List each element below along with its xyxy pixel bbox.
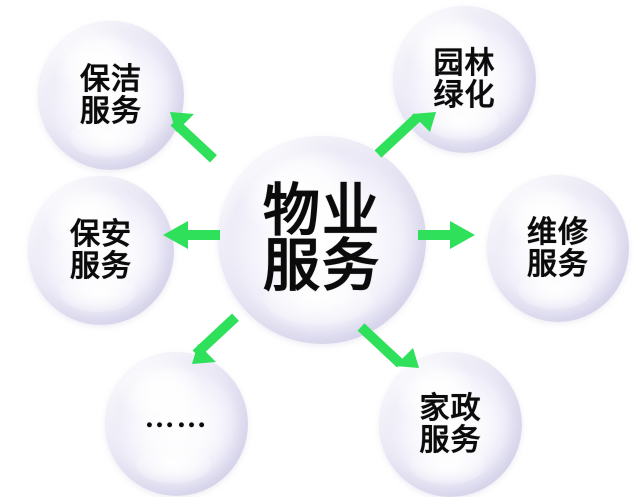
node-label-housekeeping-line1: 家政 [419, 392, 482, 426]
center-label-line1: 物业 [263, 180, 381, 244]
node-label-cleaning-line2: 服务 [80, 94, 142, 128]
node-bubble-repair[interactable]: 维修 服务 [487, 175, 629, 322]
node-bubble-more[interactable]: …… [105, 352, 248, 496]
node-label-security-line2: 服务 [70, 249, 132, 283]
node-label-cleaning-line1: 保洁 [80, 63, 142, 97]
node-label-repair-line2: 服务 [527, 247, 589, 281]
node-label-more-ellipsis: …… [144, 401, 209, 434]
node-bubble-housekeeping[interactable]: 家政 服务 [379, 352, 522, 497]
node-bubble-security[interactable]: 保安 服务 [28, 176, 174, 325]
node-label-housekeeping-line2: 服务 [419, 423, 482, 457]
node-label-security-line1: 保安 [70, 218, 132, 252]
node-bubble-cleaning[interactable]: 保洁 服务 [38, 21, 184, 170]
center-label-line2: 服务 [263, 235, 381, 298]
node-bubble-landscape[interactable]: 园林 绿化 [393, 6, 536, 153]
center-bubble-property-services[interactable]: 物业 服务 [218, 136, 426, 344]
node-label-repair-line1: 维修 [527, 216, 589, 250]
node-label-landscape-line1: 园林 [433, 47, 496, 81]
node-label-landscape-line2: 绿化 [433, 78, 496, 112]
arrow-right-icon [418, 218, 476, 252]
